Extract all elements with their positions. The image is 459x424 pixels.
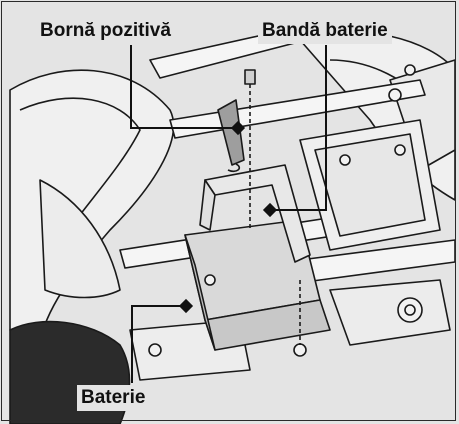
label-battery-strap: Bandă baterie	[258, 18, 392, 44]
label-positive-terminal: Bornă pozitivă	[36, 18, 175, 44]
label-battery: Baterie	[77, 385, 149, 411]
